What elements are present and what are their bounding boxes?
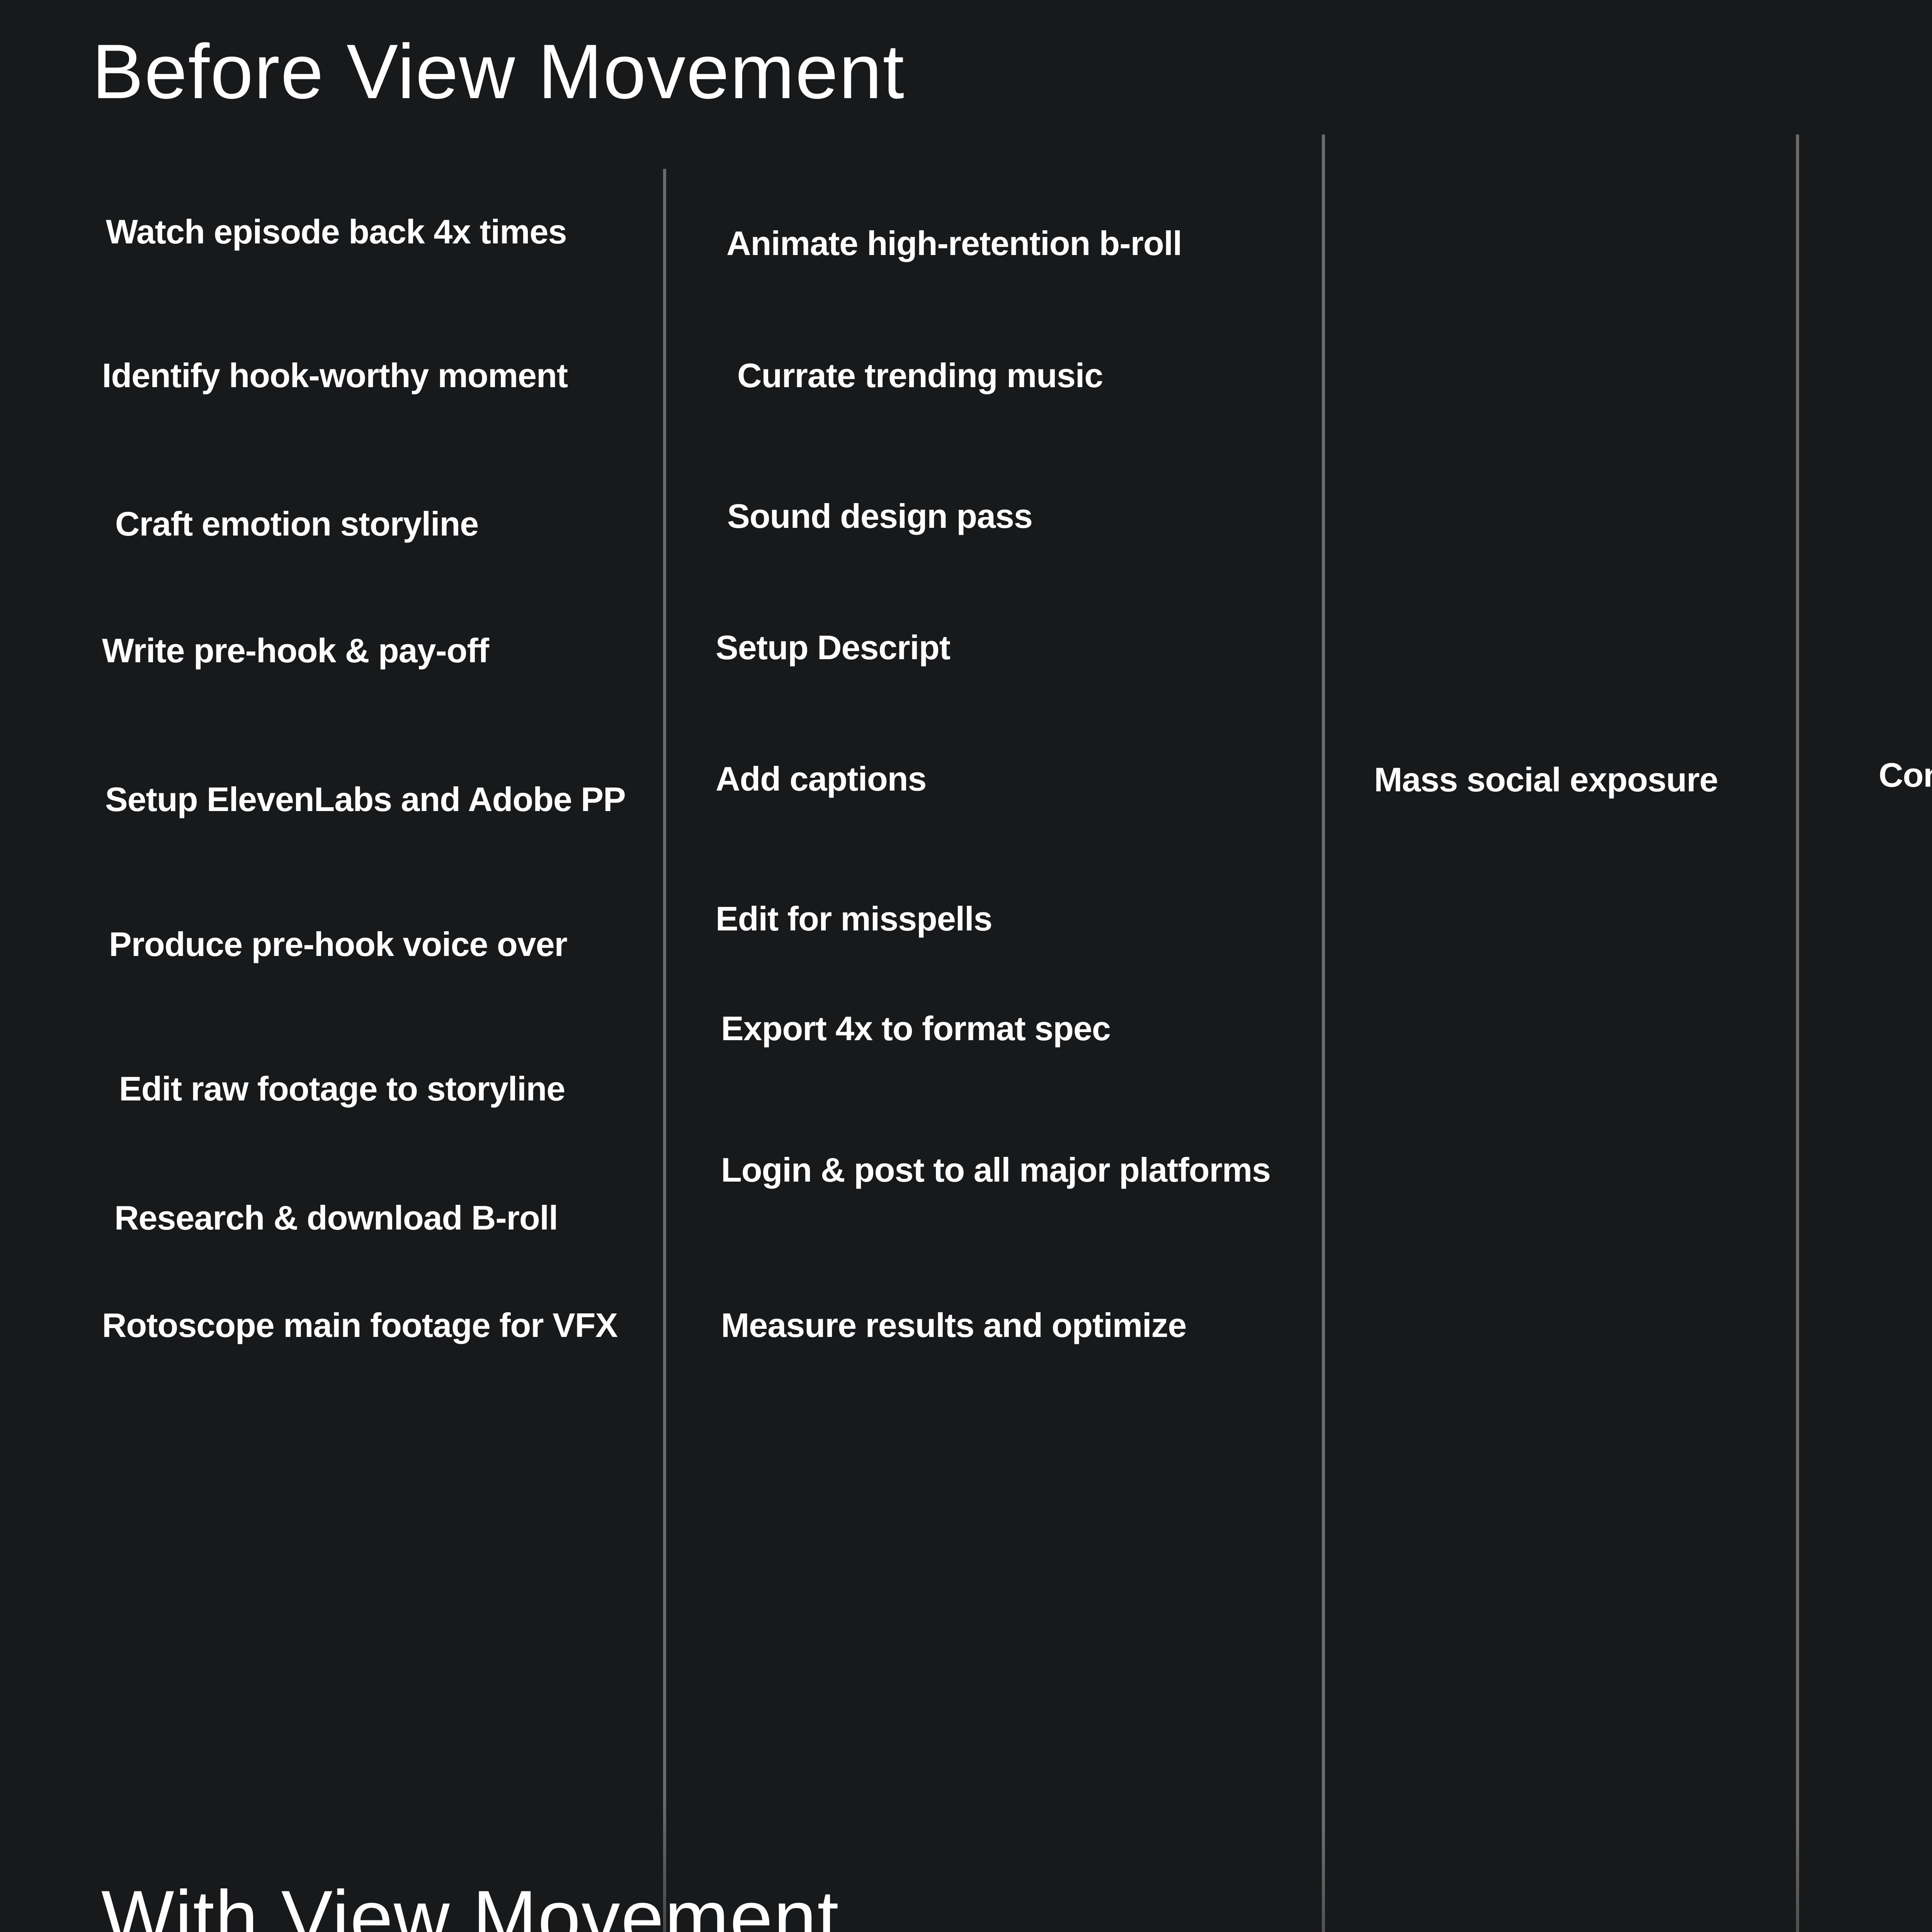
task-item: Produce pre-hook voice over bbox=[109, 925, 568, 963]
task-item: Setup Descript bbox=[716, 628, 951, 667]
task-item: Currate trending music bbox=[737, 356, 1103, 395]
task-item: Watch episode back 4x times bbox=[106, 213, 567, 251]
column-divider-3 bbox=[1796, 134, 1799, 1932]
task-item: Rotoscope main footage for VFX bbox=[102, 1306, 618, 1344]
task-item: Export 4x to format spec bbox=[721, 1009, 1111, 1048]
outcome-convert: Convert Audience bbox=[1879, 756, 1932, 794]
task-item: Edit raw footage to storyline bbox=[119, 1070, 565, 1108]
task-item: Add captions bbox=[716, 760, 927, 798]
task-item: Login & post to all major platforms bbox=[721, 1151, 1271, 1189]
task-item: Sound design pass bbox=[727, 497, 1033, 535]
outcome-exposure: Mass social exposure bbox=[1374, 760, 1718, 799]
task-item: Edit for misspells bbox=[716, 900, 993, 938]
with-title: With View Movement bbox=[101, 1875, 840, 1932]
task-item: Setup ElevenLabs and Adobe PP bbox=[105, 780, 626, 818]
task-item: Craft emotion storyline bbox=[115, 505, 479, 543]
task-item: Research & download B-roll bbox=[114, 1199, 558, 1237]
task-item: Animate high-retention b-roll bbox=[726, 224, 1182, 262]
column-divider-2 bbox=[1322, 134, 1325, 1932]
column-divider-1 bbox=[663, 169, 666, 1932]
task-item: Write pre-hook & pay-off bbox=[102, 631, 489, 670]
task-item: Measure results and optimize bbox=[721, 1306, 1187, 1344]
task-item: Identify hook-worthy moment bbox=[102, 356, 568, 395]
before-title: Before View Movement bbox=[92, 29, 905, 115]
